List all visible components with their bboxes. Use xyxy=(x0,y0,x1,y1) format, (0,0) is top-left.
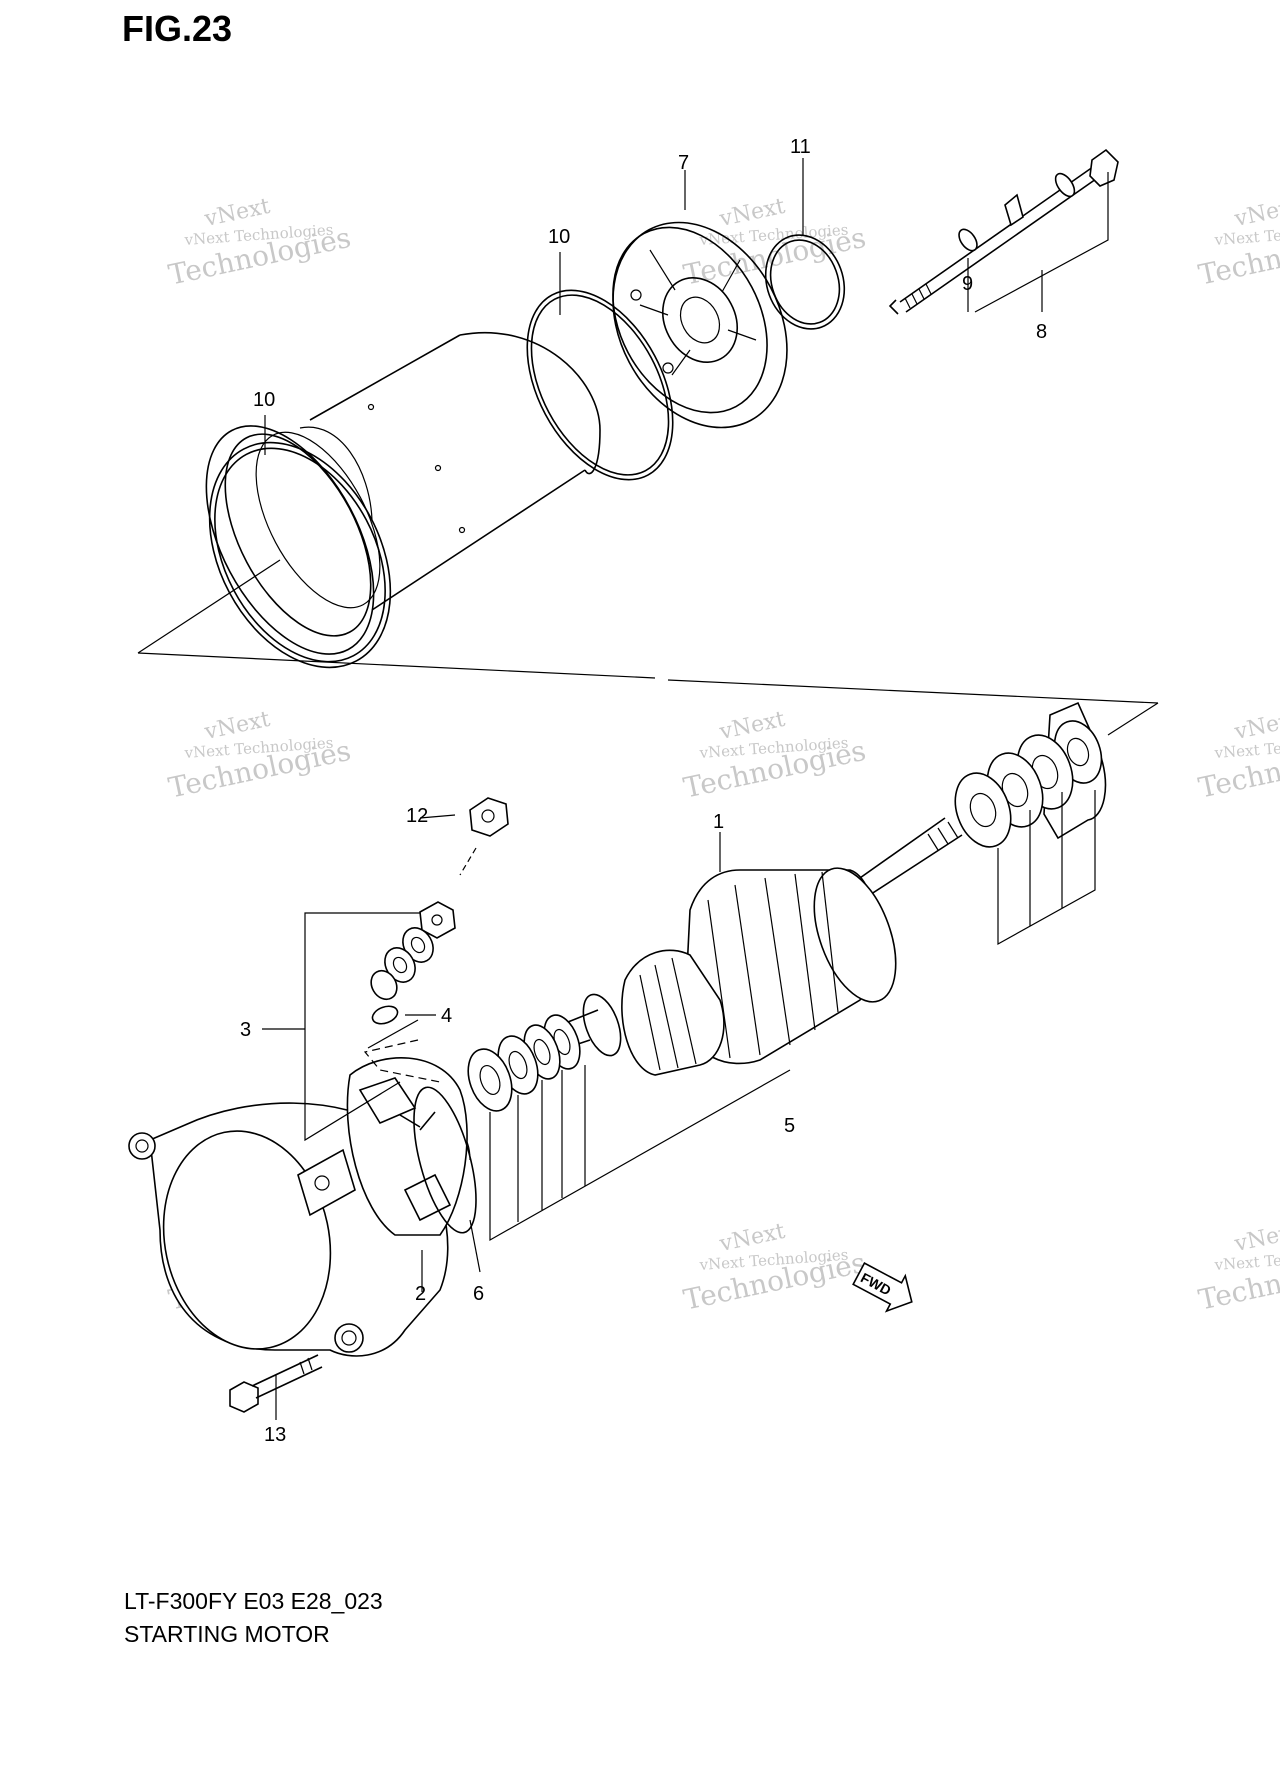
callout-bracket-8 xyxy=(967,172,1109,313)
model-code: LT-F300FY E03 E28_023 xyxy=(124,1588,383,1614)
diagram-caption: STARTING MOTOR xyxy=(124,1621,330,1647)
brush-holder xyxy=(346,1057,477,1236)
armature xyxy=(559,817,963,1076)
bolt-set xyxy=(888,148,1119,315)
washer-stack-left xyxy=(467,1014,581,1112)
callout-2: 2 xyxy=(415,1283,426,1305)
callout-11: 11 xyxy=(790,136,811,158)
callout-12: 12 xyxy=(406,805,428,827)
callout-5: 5 xyxy=(784,1115,795,1137)
callout-8: 8 xyxy=(1036,321,1047,343)
callout-9: 9 xyxy=(962,273,973,295)
end-cover xyxy=(612,221,788,429)
o-ring-housing-upper xyxy=(526,289,674,481)
mounting-bolt xyxy=(229,1354,323,1413)
assembly-axis-line xyxy=(137,559,1159,736)
washer-stack-right xyxy=(954,701,1107,848)
terminal-kit-pieces xyxy=(370,901,456,1025)
callout-4: 4 xyxy=(441,1005,452,1027)
callout-7: 7 xyxy=(678,152,689,174)
callout-3: 3 xyxy=(240,1019,251,1041)
callout-6: 6 xyxy=(473,1283,484,1305)
callouts: 1 2 3 4 5 6 7 8 9 10 10 11 12 13 xyxy=(240,136,1047,1446)
callout-13: 13 xyxy=(264,1424,286,1446)
figure-title: FIG.23 xyxy=(122,8,233,49)
callout-10-upper: 10 xyxy=(548,226,570,248)
callout-bracket-3 xyxy=(304,912,441,1142)
callout-bracket-5 xyxy=(489,790,1096,1242)
callout-1: 1 xyxy=(713,811,724,833)
callout-10-lower: 10 xyxy=(253,389,275,411)
motor-housing xyxy=(205,331,601,655)
o-ring-cover xyxy=(764,234,846,330)
nut xyxy=(459,797,509,876)
